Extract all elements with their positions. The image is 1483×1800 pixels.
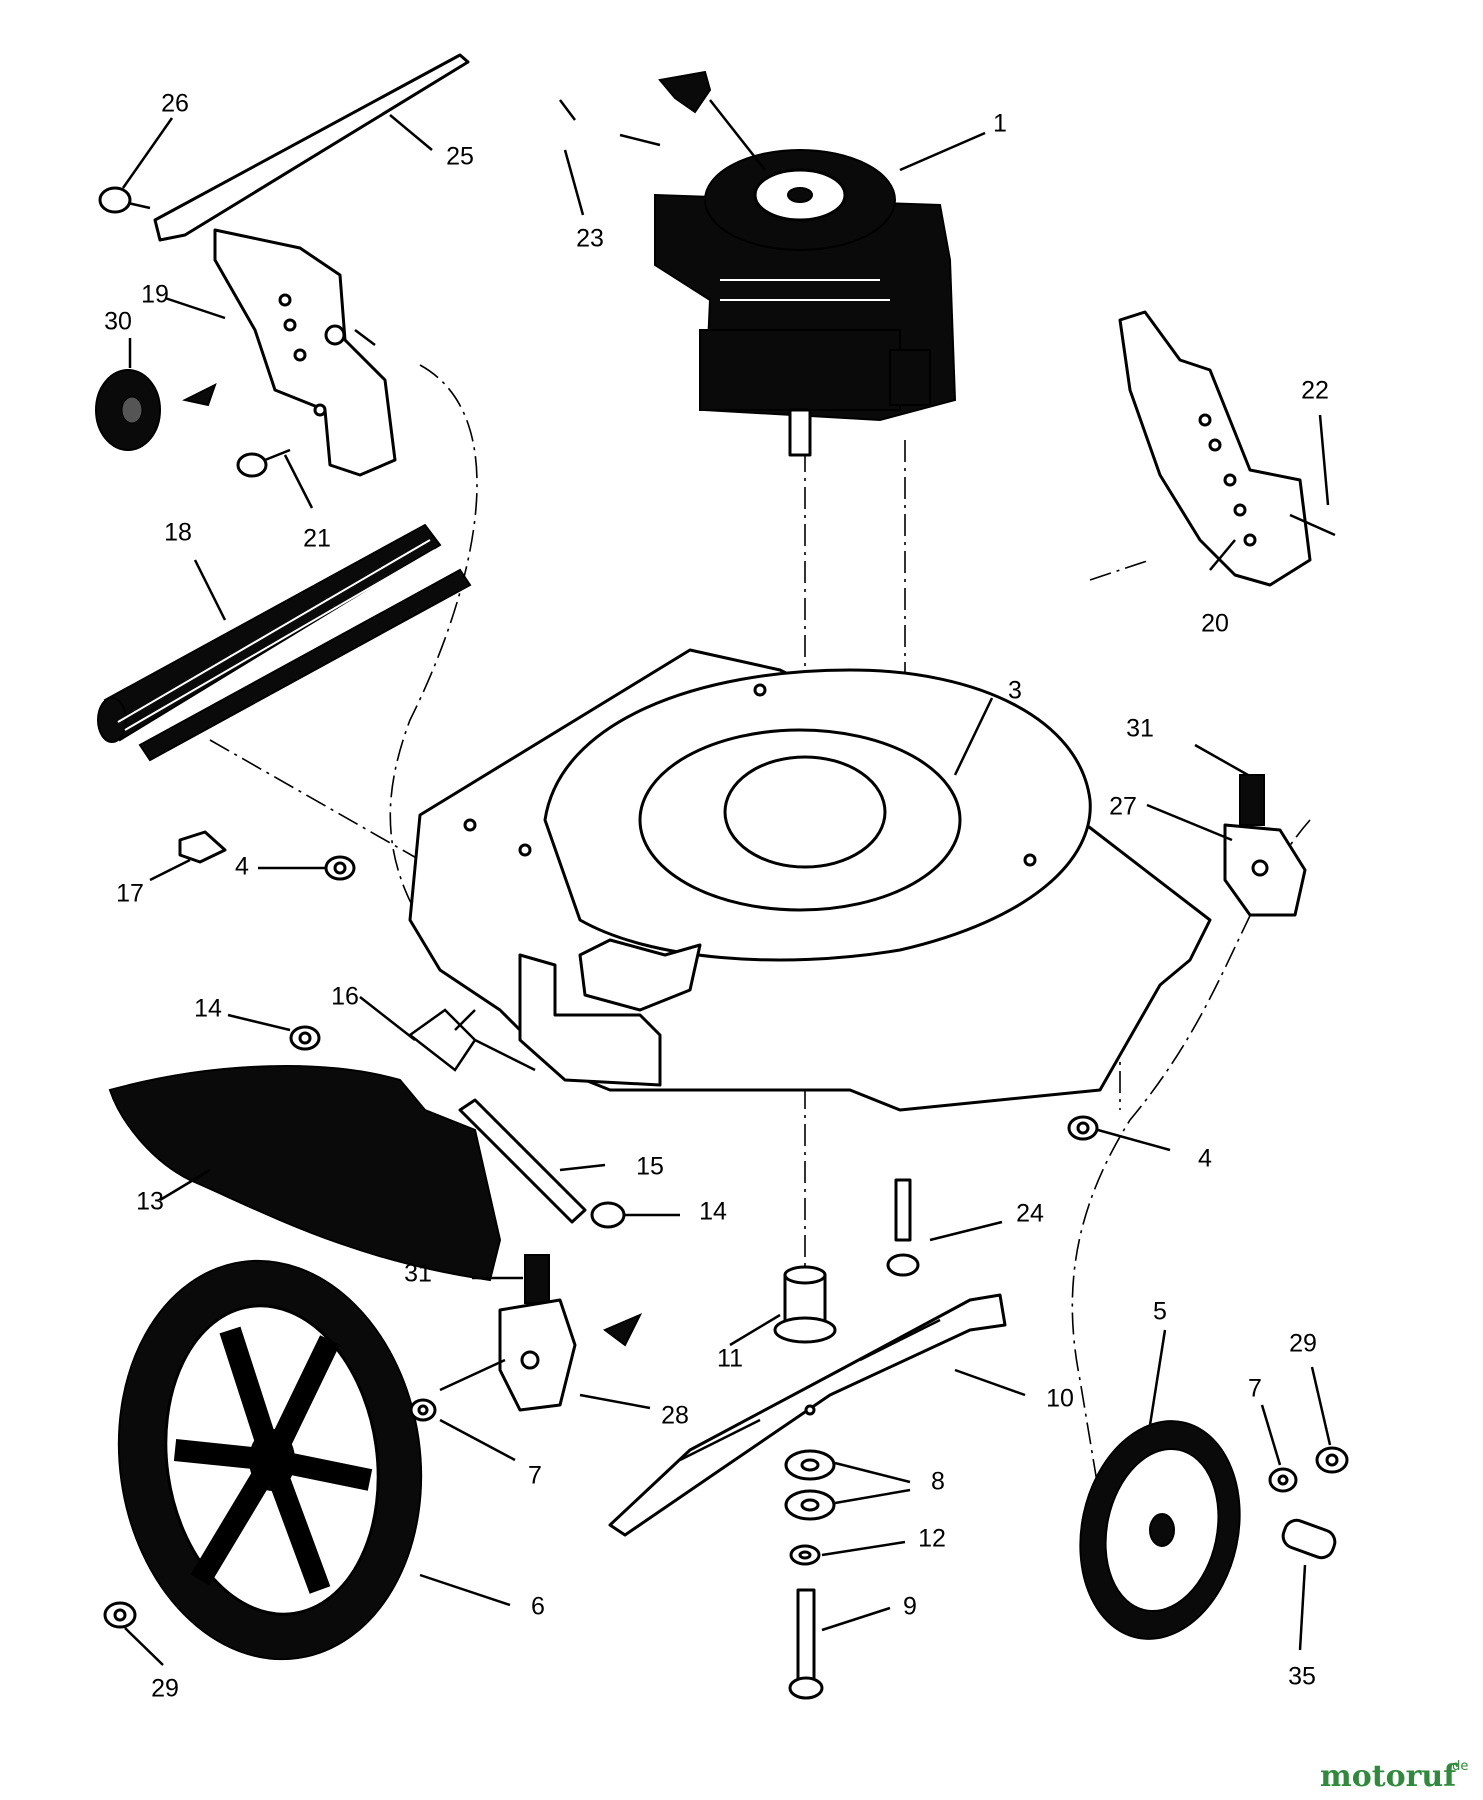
callout-17: 17 [116,880,144,908]
callout-15: 15 [636,1153,664,1181]
part-13-flap [108,1065,502,1282]
part-18-roller [97,523,472,762]
callout-16: 16 [331,983,359,1011]
callout-12: 12 [918,1525,946,1553]
callout-11: 11 [717,1345,743,1373]
part-4-nut-left [324,855,356,881]
callout-14-top: 14 [194,995,222,1023]
callout-26: 26 [161,90,189,118]
part-10-blade [608,1293,1007,1537]
part-3-deck [408,648,1212,1112]
callout-7-left: 7 [528,1462,542,1490]
callout-8: 8 [931,1468,945,1496]
part-24-bolt [886,1178,920,1277]
callout-7-right: 7 [1248,1375,1262,1403]
part-29-nut-right [1315,1446,1349,1474]
part-20-right-bracket [1118,310,1312,587]
callout-9: 9 [903,1593,917,1621]
callout-5: 5 [1153,1298,1167,1326]
part-4-nut-right [1067,1115,1099,1141]
part-22-pin [1289,513,1336,537]
callout-21: 21 [303,525,331,553]
callout-22: 22 [1301,377,1329,405]
part-5-wheel-small [1079,1420,1241,1640]
part-30-cap [95,369,217,451]
watermark-suffix: .de [1448,1759,1468,1774]
callout-25: 25 [446,143,474,171]
part-25-rod [153,53,470,242]
part-19-left-bracket [213,228,397,477]
part-7-washer-right [1268,1467,1298,1493]
callout-29-left: 29 [151,1675,179,1703]
callout-23: 23 [576,225,604,253]
callout-3: 3 [1008,677,1022,705]
part-15-pin [458,1098,587,1224]
callout-28: 28 [661,1402,689,1430]
callout-31-left: 31 [404,1260,432,1288]
part-27-adjuster-right [1223,823,1307,917]
callout-24: 24 [1016,1200,1044,1228]
part-17-clip [178,830,227,864]
part-8-washers [784,1449,836,1521]
part-29-nut-left [103,1601,137,1629]
motoruf-watermark: motoruf .de [1320,1759,1468,1794]
callout-10: 10 [1046,1385,1074,1413]
part-35-key [1281,1518,1337,1560]
part-14-bushing-top [289,1025,321,1051]
part-23-cable [559,99,661,147]
part-14-bushing-bottom [590,1201,626,1229]
callout-labels: 1 3 4 4 5 6 7 7 8 9 10 11 12 13 14 14 15… [104,90,1329,1703]
part-12-lock-washer [789,1544,821,1566]
part-31-lever-right [1239,774,1265,826]
part-11-adapter [773,1265,837,1344]
part-9-blade-bolt [788,1588,824,1700]
part-6-wheel-large [117,1259,423,1661]
callout-18: 18 [164,519,192,547]
part-26-bolt [98,186,151,214]
callout-20: 20 [1201,610,1229,638]
callout-27: 27 [1109,793,1137,821]
callout-4-right: 4 [1198,1145,1212,1173]
part-16-spring [407,1008,536,1072]
callout-35: 35 [1288,1663,1316,1691]
part-28-adjuster-left [439,1298,643,1412]
callout-1: 1 [993,110,1007,138]
callout-14-bottom: 14 [699,1198,727,1226]
callout-29-right: 29 [1289,1330,1317,1358]
part-1-engine [654,70,957,457]
watermark-brand: motoruf [1320,1759,1458,1794]
callout-30: 30 [104,308,132,336]
callout-13: 13 [136,1188,164,1216]
callout-19: 19 [141,281,169,309]
callout-4-left: 4 [235,853,249,881]
part-21-bolt [236,448,291,478]
callout-31-right: 31 [1126,715,1154,743]
part-31-lever-left [524,1254,550,1304]
part-7-washer-left [409,1398,437,1422]
callout-6: 6 [531,1593,545,1621]
leader-lines [121,114,1332,1666]
